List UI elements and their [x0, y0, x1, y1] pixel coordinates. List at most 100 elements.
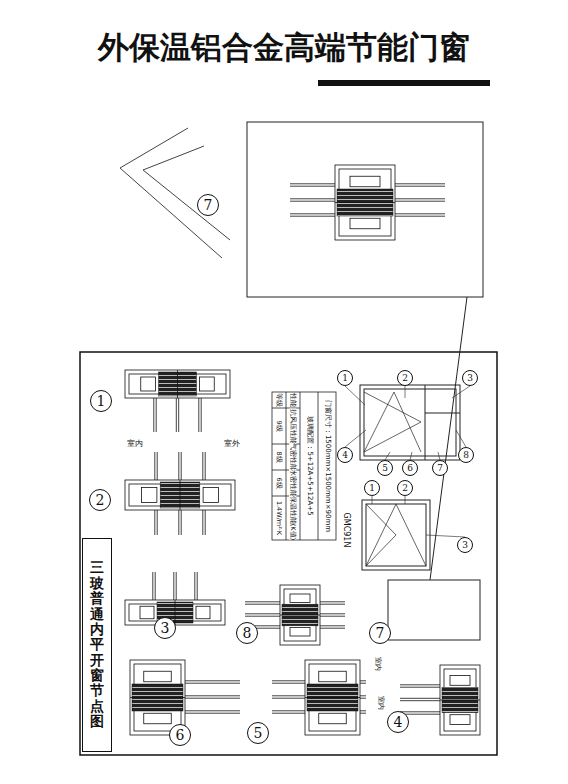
- table-cell: 保温性能(K值): [290, 496, 297, 540]
- profile-stroke: [272, 698, 307, 699]
- callout-circle: 7: [197, 194, 219, 216]
- callout-circle: 1: [337, 370, 353, 386]
- callout-number: 5: [254, 726, 263, 740]
- callout-number: 1: [369, 484, 375, 493]
- profile-stroke: [152, 572, 153, 602]
- profile-stroke: [290, 198, 335, 199]
- room-side-label: 室外: [224, 440, 240, 448]
- profile-stroke: [290, 183, 335, 184]
- profile-stroke: [395, 201, 445, 202]
- window-elevations: [345, 385, 470, 570]
- detail-7-placeholder: [388, 580, 480, 640]
- profile-stroke: [157, 452, 158, 482]
- profile-stroke: [194, 572, 195, 602]
- profile-stroke: [318, 628, 345, 629]
- profile-stroke: [318, 601, 345, 602]
- profile-stroke: [154, 452, 155, 482]
- table-cell: 玻璃配置：5+12A+5+12A+5: [306, 416, 313, 515]
- callout-number: 8: [243, 626, 252, 640]
- profile-stroke: [183, 695, 240, 696]
- profile-stroke: [153, 398, 154, 432]
- profile-stroke: [183, 683, 240, 684]
- profile-stroke: [183, 710, 240, 711]
- profile-stroke: [400, 698, 442, 699]
- callout-circle: 3: [154, 617, 176, 639]
- profile-stroke: [180, 480, 181, 510]
- profile-stroke: [144, 713, 172, 724]
- profile-stroke: [245, 604, 282, 605]
- callout-number: 8: [463, 451, 469, 460]
- profile-stroke: [178, 508, 179, 535]
- profile-stroke: [290, 594, 310, 602]
- profile-stroke: [280, 585, 320, 645]
- callout-number: 7: [376, 626, 385, 640]
- profile-stroke: [395, 213, 445, 214]
- sheet-title-vertical: 三玻普通内平开窗节点图: [90, 560, 104, 729]
- profile-stroke: [305, 697, 360, 698]
- callout-circle: 4: [387, 711, 409, 733]
- profile-stroke: [156, 398, 157, 432]
- profile-stroke: [125, 480, 235, 510]
- profile-stroke: [183, 698, 240, 699]
- profile-stroke: [181, 508, 182, 535]
- callout-number: 3: [462, 541, 468, 550]
- callout-number: 1: [342, 374, 348, 383]
- room-side-label: 室内: [377, 696, 384, 710]
- profile-stroke: [290, 201, 335, 202]
- profile-stroke: [290, 216, 335, 217]
- callout-circle: 8: [236, 622, 258, 644]
- profile-stroke: [201, 398, 202, 432]
- profile-stroke: [197, 572, 198, 602]
- profile-stroke: [141, 377, 156, 391]
- model-number: GMC91N: [342, 513, 350, 548]
- profile-stroke: [178, 452, 179, 482]
- table-cell: 性能: [290, 393, 297, 407]
- room-side-label: 室内: [127, 440, 143, 448]
- profile-stroke: [183, 680, 240, 681]
- callout-circle: 7: [369, 622, 391, 644]
- profile-stroke: [272, 695, 307, 696]
- callout-circle: 4: [337, 447, 353, 463]
- profile-stroke: [176, 572, 177, 602]
- callout-circle: 2: [397, 480, 413, 496]
- profile-stroke: [130, 697, 185, 698]
- callout-circle: 7: [432, 460, 448, 476]
- room-side-label: 室内: [374, 657, 381, 671]
- callout-number: 4: [394, 715, 403, 729]
- profile-stroke: [318, 613, 345, 614]
- profile-stroke: [440, 665, 480, 735]
- profile-stroke: [400, 700, 442, 701]
- profile-stroke: [173, 572, 174, 602]
- profile-stroke: [272, 713, 307, 714]
- profile-stroke: [245, 613, 282, 614]
- profile-stroke: [450, 715, 470, 725]
- profile-stroke: [125, 600, 225, 625]
- callout-circle: 8: [458, 447, 474, 463]
- profile-stroke: [318, 625, 345, 626]
- callout-number: 6: [407, 464, 413, 473]
- callout-circle: 5: [247, 722, 269, 744]
- callout-circle: 2: [89, 489, 111, 511]
- callout-number: 1: [97, 394, 106, 408]
- profile-stroke: [318, 616, 345, 617]
- profile-stroke: [318, 604, 345, 605]
- profile-stroke: [183, 713, 240, 714]
- profile-stroke: [202, 452, 203, 482]
- callout-circle: 2: [397, 370, 413, 386]
- profile-stroke: [142, 488, 157, 503]
- callout-circle: 3: [457, 537, 473, 553]
- profile-stroke: [202, 508, 203, 535]
- profile-stroke: [157, 508, 158, 535]
- profile-stroke: [144, 671, 172, 682]
- profile-stroke: [125, 370, 230, 398]
- table-cell: 抗风压性能: [290, 409, 297, 444]
- profile-stroke: [245, 616, 282, 617]
- profile-stroke: [350, 218, 380, 229]
- profile-stroke: [196, 606, 210, 619]
- profile-stroke: [335, 165, 395, 240]
- page-title: 外保温铝合金高端节能门窗: [0, 30, 568, 64]
- callout-number: 7: [204, 198, 213, 212]
- profile-stroke: [154, 508, 155, 535]
- profile-stroke: [178, 398, 179, 432]
- title-underline-bar: [318, 80, 490, 86]
